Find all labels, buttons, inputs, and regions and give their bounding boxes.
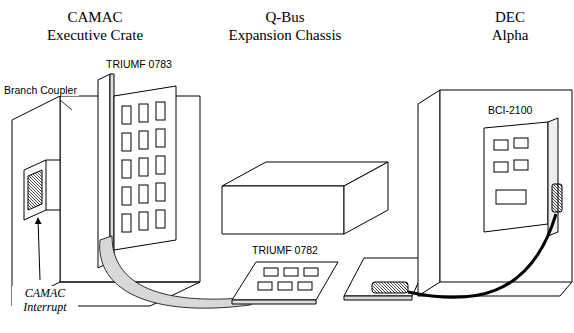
chip (156, 156, 165, 174)
bci-2100-card (484, 118, 562, 236)
part-name: TRIUMF 0783 (104, 58, 174, 70)
chip (284, 268, 298, 276)
chip (122, 187, 131, 205)
label-line: Interrupt (12, 300, 78, 314)
chip (514, 138, 528, 148)
branch-coupler (24, 160, 60, 220)
part-name: TRIUMF 0782 (250, 244, 320, 256)
chip (139, 158, 148, 176)
chip (156, 129, 165, 147)
dec-alpha-box (418, 90, 572, 296)
column-heading: CAMAC Executive Crate (40, 8, 150, 44)
label-line: Executive Crate (40, 26, 150, 44)
chip (139, 104, 148, 122)
chip (122, 214, 131, 232)
alpha-cable (408, 214, 556, 297)
signal-name: CAMAC Interrupt (12, 286, 78, 314)
chip (122, 106, 131, 124)
chip (514, 160, 528, 170)
label-line: DEC (465, 8, 555, 26)
chip (494, 162, 508, 172)
chip (122, 133, 131, 151)
chip (122, 160, 131, 178)
part-name: Branch Coupler (2, 84, 79, 96)
chip (139, 131, 148, 149)
chip (496, 190, 526, 204)
column-heading: Q-Bus Expansion Chassis (225, 8, 345, 44)
chip (258, 282, 272, 290)
label-line: Alpha (465, 26, 555, 44)
column-heading: DEC Alpha (465, 8, 555, 44)
part-name: BCI-2100 (486, 104, 534, 116)
chip (298, 282, 312, 290)
chip (264, 268, 278, 276)
triumf-0782-card (232, 262, 338, 304)
chip (156, 102, 165, 120)
chip (156, 183, 165, 201)
label-line: CAMAC (12, 286, 78, 300)
chip (139, 185, 148, 203)
chip (278, 282, 292, 290)
chip (156, 210, 165, 228)
interrupt-arrow (38, 218, 40, 280)
branch-coupler-leader (60, 100, 72, 110)
label-line: Q-Bus (225, 8, 345, 26)
label-line: CAMAC (40, 8, 150, 26)
chip (139, 212, 148, 230)
chip (494, 140, 508, 150)
chip (304, 268, 318, 276)
label-line: Expansion Chassis (225, 26, 345, 44)
qbus-chassis (222, 162, 388, 234)
